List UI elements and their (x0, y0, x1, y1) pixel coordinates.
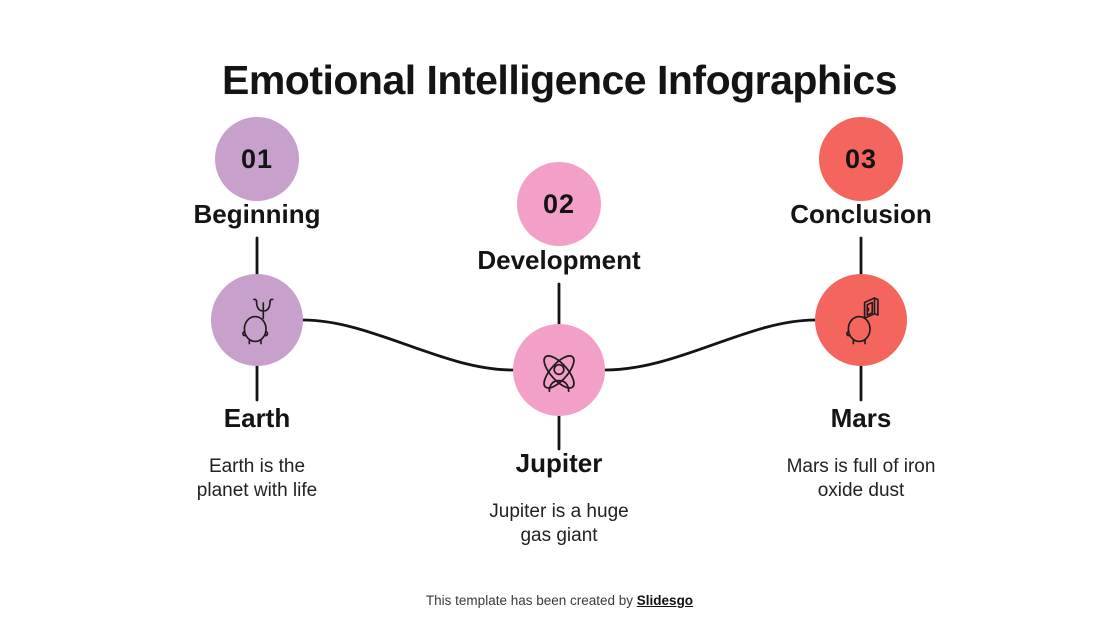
step-2-planet-description: Jupiter is a huge gas giant (489, 501, 629, 546)
step-1-icon-circle (211, 274, 303, 366)
step-1-number: 01 (240, 143, 274, 174)
step-1-planet-name: Earth (223, 403, 291, 433)
atom-person-icon (543, 355, 575, 393)
step-2-stage-label: Development (477, 245, 641, 275)
footer-brand-link[interactable]: Slidesgo (636, 593, 694, 608)
step-2-icon-circle (513, 324, 605, 416)
step-2-number: 02 (542, 188, 576, 219)
step-3-stage-label: Conclusion (790, 199, 932, 229)
step-3-number-circle: 03 (819, 117, 903, 201)
curve-earth-to-jupiter (301, 318, 515, 372)
footer-credit: This template has been created by Slides… (0, 593, 1119, 608)
step-3-number: 03 (844, 143, 878, 174)
step-3-planet-description: Mars is full of iron oxide dust (786, 456, 936, 501)
step-3-icon-circle (815, 274, 907, 366)
footer-credit-text: This template has been created by (425, 593, 637, 608)
step-1-number-circle: 01 (215, 117, 299, 201)
step-3-planet-name: Mars (830, 403, 892, 433)
step-2-number-circle: 02 (517, 162, 601, 246)
slide-title: Emotional Intelligence Infographics (221, 57, 898, 103)
psychology-head-icon (242, 298, 274, 345)
step-1-planet-description: Earth is the planet with life (196, 456, 318, 501)
step-1-stage-label: Beginning (193, 199, 321, 229)
step-2-planet-name: Jupiter (515, 448, 603, 478)
open-mind-door-icon (846, 297, 879, 345)
curve-jupiter-to-mars (603, 318, 817, 372)
